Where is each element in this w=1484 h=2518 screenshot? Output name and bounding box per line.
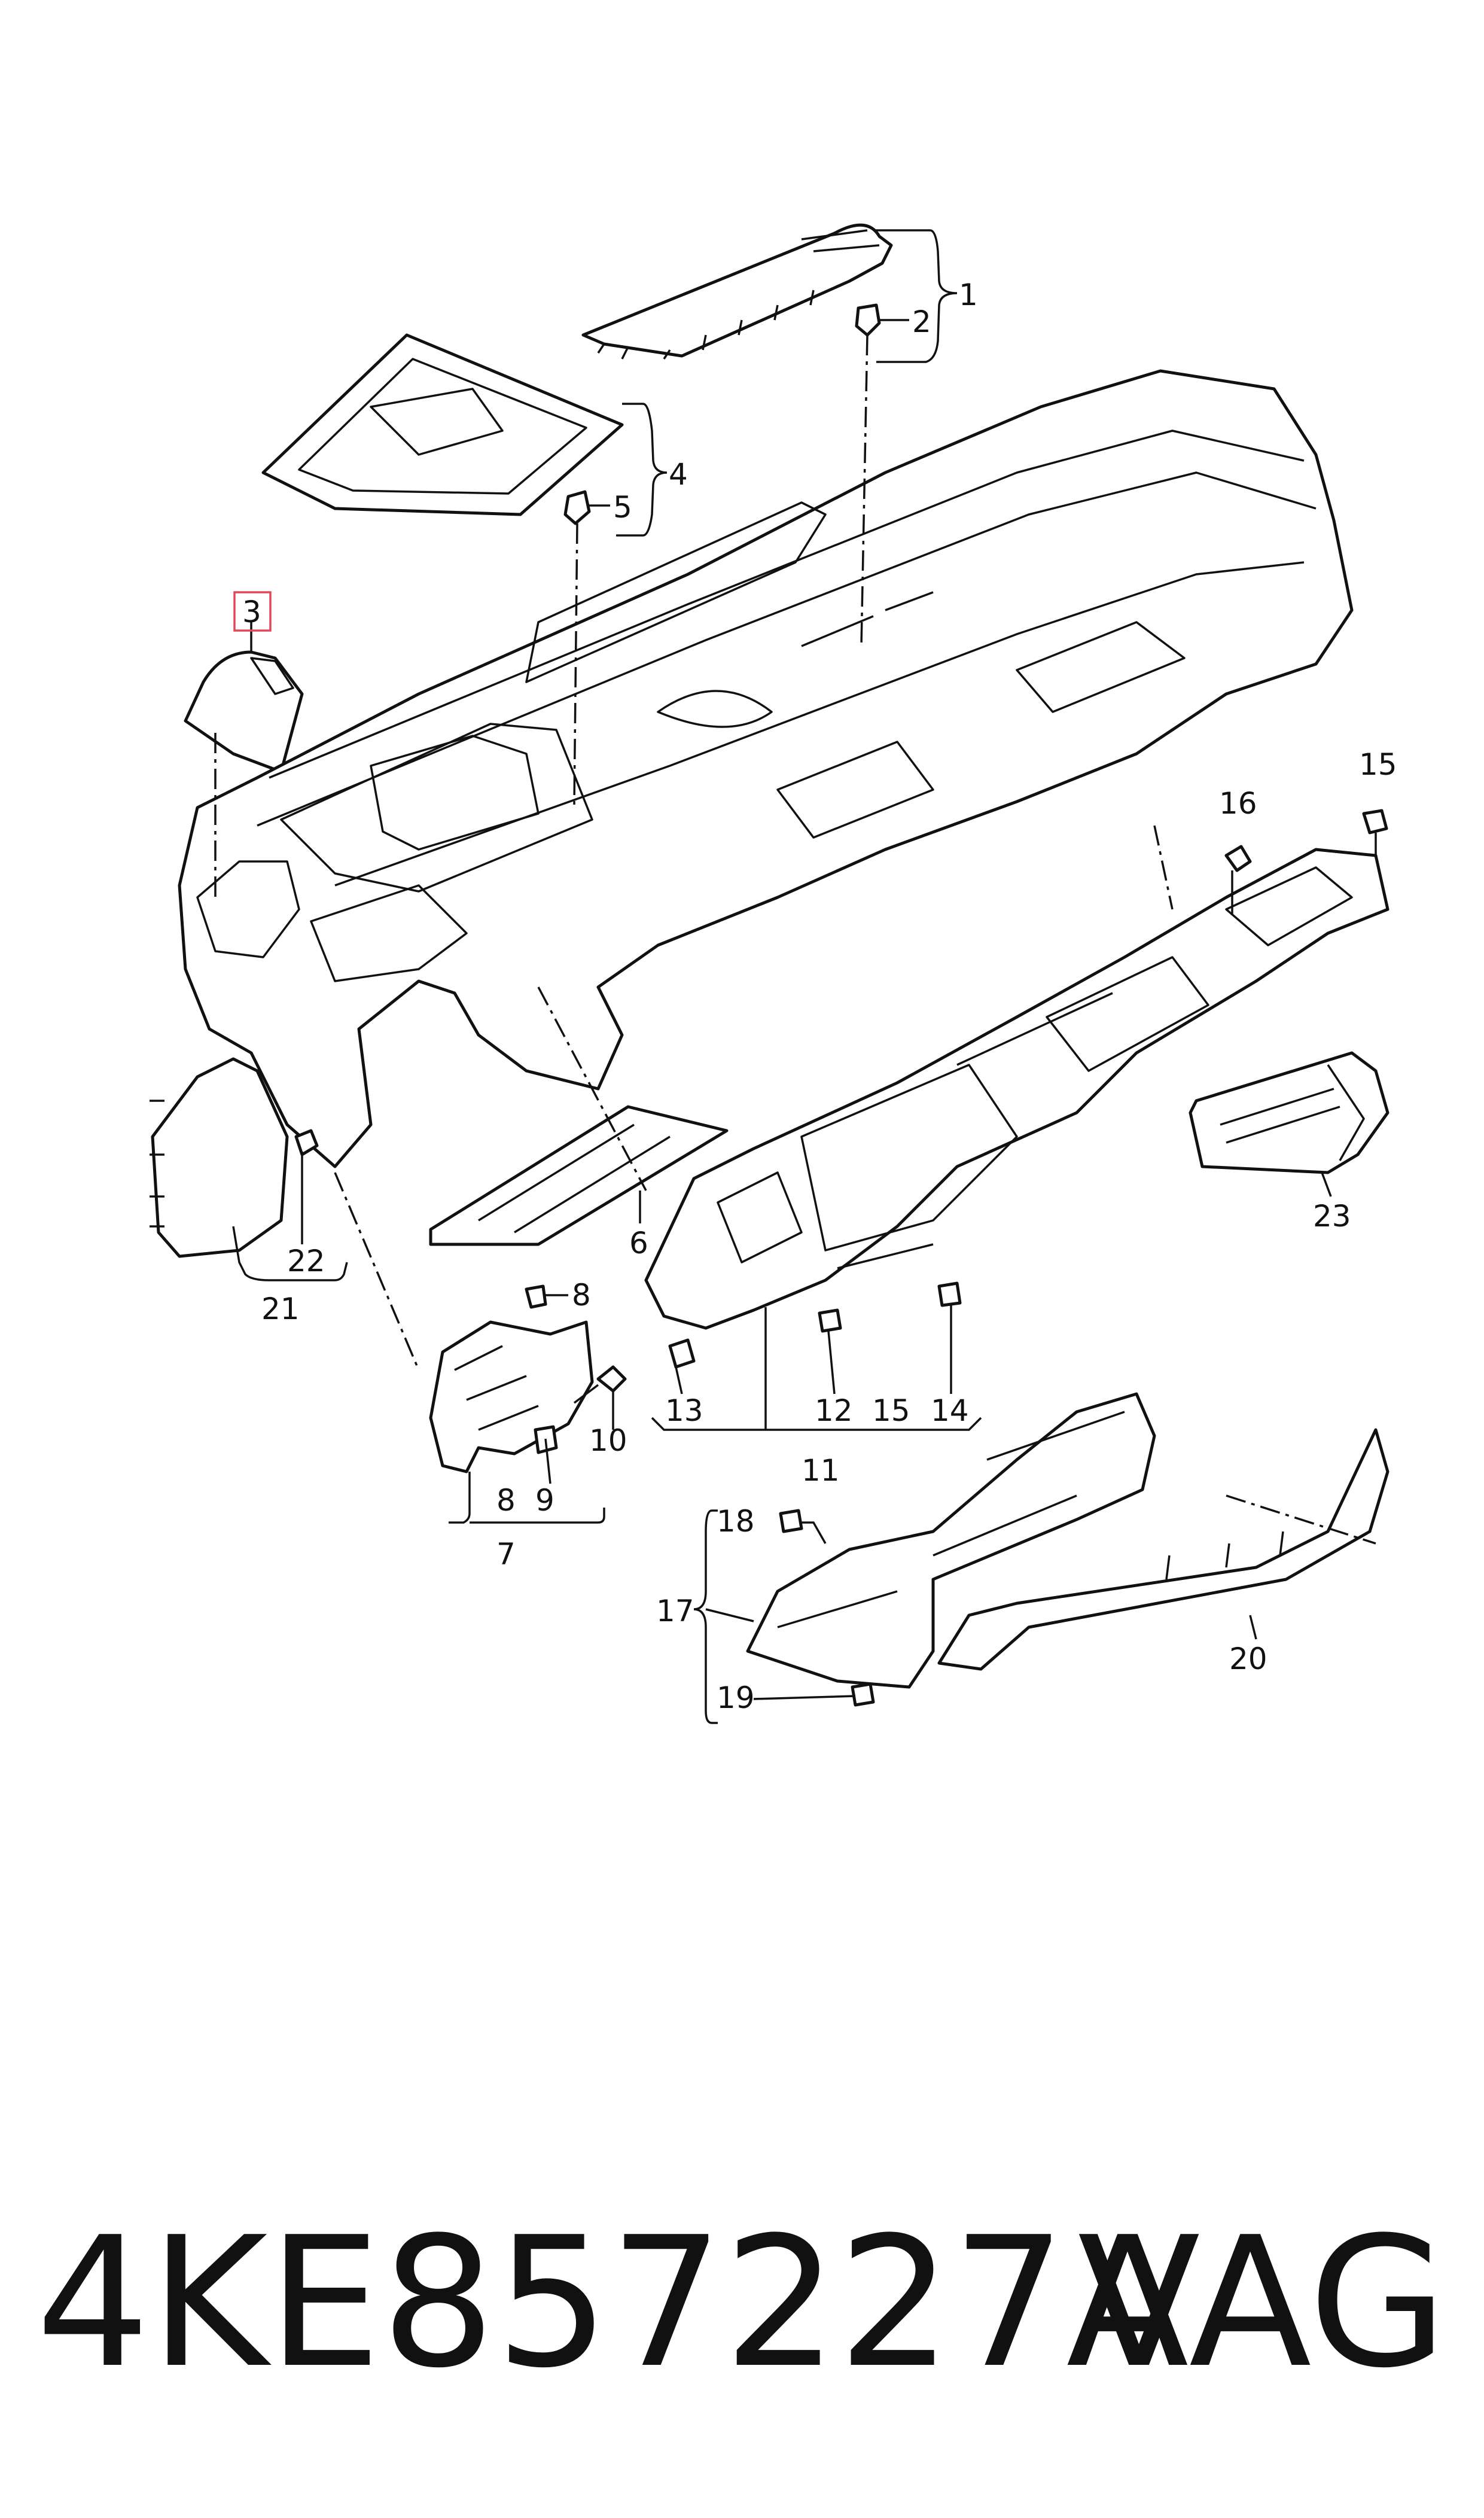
- callout-5: 5: [613, 490, 632, 525]
- part-6-trim-panel: [429, 1105, 729, 1246]
- part-10-screw: [573, 1365, 627, 1404]
- part-15-clip: [1362, 809, 1388, 835]
- part-3-end-cap: [184, 650, 304, 774]
- part-18-clip: [779, 1509, 803, 1533]
- assembly-lines: [214, 334, 1376, 1545]
- callout-12: 12: [815, 1393, 853, 1428]
- callout-labels: 1 2 3 4 5 6 7 8 8 9 10 11 12 13 14 15 15…: [242, 278, 1397, 1715]
- callout-7: 7: [496, 1537, 516, 1572]
- callout-3: 3: [242, 595, 261, 629]
- part-number: 4KE857227A: [36, 2199, 1189, 2407]
- callout-8b: 8: [496, 1483, 516, 1518]
- part-19-clip: [851, 1682, 875, 1707]
- part-7-bracket: [429, 1320, 594, 1473]
- callout-9: 9: [535, 1483, 554, 1518]
- part-13-clip: [668, 1338, 696, 1369]
- part-17-lower-panel: [746, 1392, 1156, 1689]
- callout-22: 22: [287, 1244, 325, 1278]
- part-20-strip: [937, 1428, 1389, 1671]
- callout-16: 16: [1219, 786, 1257, 821]
- callout-1: 1: [959, 278, 978, 312]
- highlight-box: [233, 591, 272, 632]
- part-23-air-vent: [1189, 1051, 1389, 1174]
- part-14-clip: [937, 1281, 962, 1307]
- part-21-side-cover: [150, 1057, 289, 1258]
- part-16-screw: [1224, 845, 1252, 872]
- callout-19: 19: [717, 1680, 755, 1715]
- part-2-clip: [855, 303, 881, 337]
- callout-15b: 15: [1359, 747, 1397, 782]
- part-11-cross-duct: [644, 848, 1389, 1330]
- part-4-cluster-hood: [261, 333, 624, 516]
- callout-8a: 8: [572, 1278, 591, 1313]
- part-22-clip: [294, 1129, 319, 1156]
- callout-4: 4: [669, 457, 688, 492]
- brand-label: VAG: [1077, 2199, 1448, 2407]
- callout-17: 17: [656, 1594, 694, 1628]
- part-8a-clip: [525, 1284, 547, 1309]
- part-12-clip: [818, 1308, 842, 1333]
- callout-18: 18: [717, 1504, 755, 1539]
- dashboard-carrier: [178, 369, 1354, 1168]
- exploded-parts-diagram: 1 2 3 4 5 6 7 8 8 9 10 11 12 13 14 15 15…: [150, 223, 1397, 1724]
- callout-14: 14: [931, 1393, 969, 1428]
- callout-2: 2: [912, 305, 931, 339]
- callout-6: 6: [629, 1226, 648, 1260]
- part-5-clip: [563, 490, 591, 525]
- callout-15a: 15: [872, 1393, 910, 1428]
- callout-21: 21: [261, 1292, 300, 1326]
- callout-23: 23: [1313, 1199, 1351, 1234]
- leader-lines: [232, 229, 1377, 1724]
- callout-20: 20: [1229, 1642, 1267, 1676]
- caption: 4KE857227A VAG: [36, 2184, 1459, 2423]
- callout-13: 13: [665, 1393, 703, 1428]
- part-1-upper-trim: [581, 223, 893, 360]
- callout-10: 10: [589, 1423, 627, 1458]
- callout-11: 11: [802, 1453, 840, 1488]
